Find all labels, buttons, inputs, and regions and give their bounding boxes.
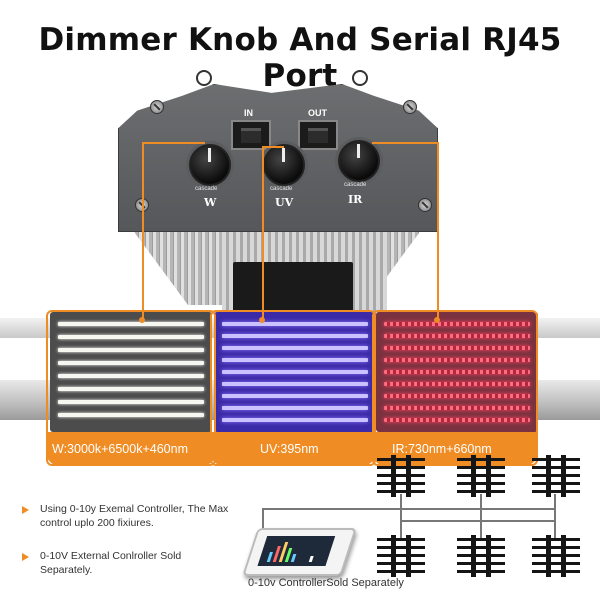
callout-line-uv [262,146,284,148]
knob-uv-sub: cascade [270,186,293,192]
wire [400,520,554,522]
white-light-photo [50,312,212,432]
bullet-icon [22,553,29,561]
fixture-module-icon [532,535,580,577]
callout-line-w-vertical [142,142,144,320]
dimmer-knob-ir[interactable] [338,140,380,182]
controller-label: 0-10v ControllerSold Separately [248,577,404,589]
wire [400,494,402,538]
screw-icon [150,100,164,114]
knob-ir-sub: cascade [344,182,367,188]
callout-dot-ir [434,317,440,323]
callout-dot-uv [259,317,265,323]
callout-line-ir-vertical [437,142,439,320]
knob-ir-label: IR [348,193,363,206]
dimmer-knob-uv[interactable] [263,144,305,186]
wire [554,494,556,538]
rj45-in-port[interactable] [231,120,271,150]
knob-uv-label: UV [275,196,294,209]
screw-icon [418,198,432,212]
screw-icon [403,100,417,114]
fixture-module-icon [457,535,505,577]
caption-uv: UV:395nm [210,432,376,466]
controller-tablet-icon [242,528,357,576]
wire [262,508,554,510]
ir-light-photo [376,312,538,432]
fixture-module-icon [377,535,425,577]
knob-w-sub: cascade [195,186,218,192]
mount-hole-icon [196,70,212,86]
wire [262,508,264,544]
port-out-label: OUT [308,108,327,118]
bullet-icon [22,506,29,514]
uv-light-photo [214,312,376,432]
port-in-label: IN [244,108,253,118]
dimmer-knob-w[interactable] [189,144,231,186]
callout-line-uv-vertical [262,146,264,320]
callout-line-w [142,142,205,144]
knob-w-label: W [204,196,217,209]
caption-w: W:3000k+6500k+460nm [46,432,216,466]
rj45-out-port[interactable] [298,120,338,150]
fixture-module-icon [457,455,505,497]
wire [480,494,482,538]
callout-line-ir [372,142,439,144]
note-controller-sold-separately: 0-10V External Conlroller Sold Separatel… [40,550,182,576]
note-controller-capacity: Using 0-10y Exemal Controller, The Max c… [40,503,229,529]
page-title: Dimmer Knob And Serial RJ45 Port [38,22,562,94]
fixture-module-icon [532,455,580,497]
callout-dot-w [139,317,145,323]
fixture-module-icon [377,455,425,497]
mount-hole-icon [352,70,368,86]
